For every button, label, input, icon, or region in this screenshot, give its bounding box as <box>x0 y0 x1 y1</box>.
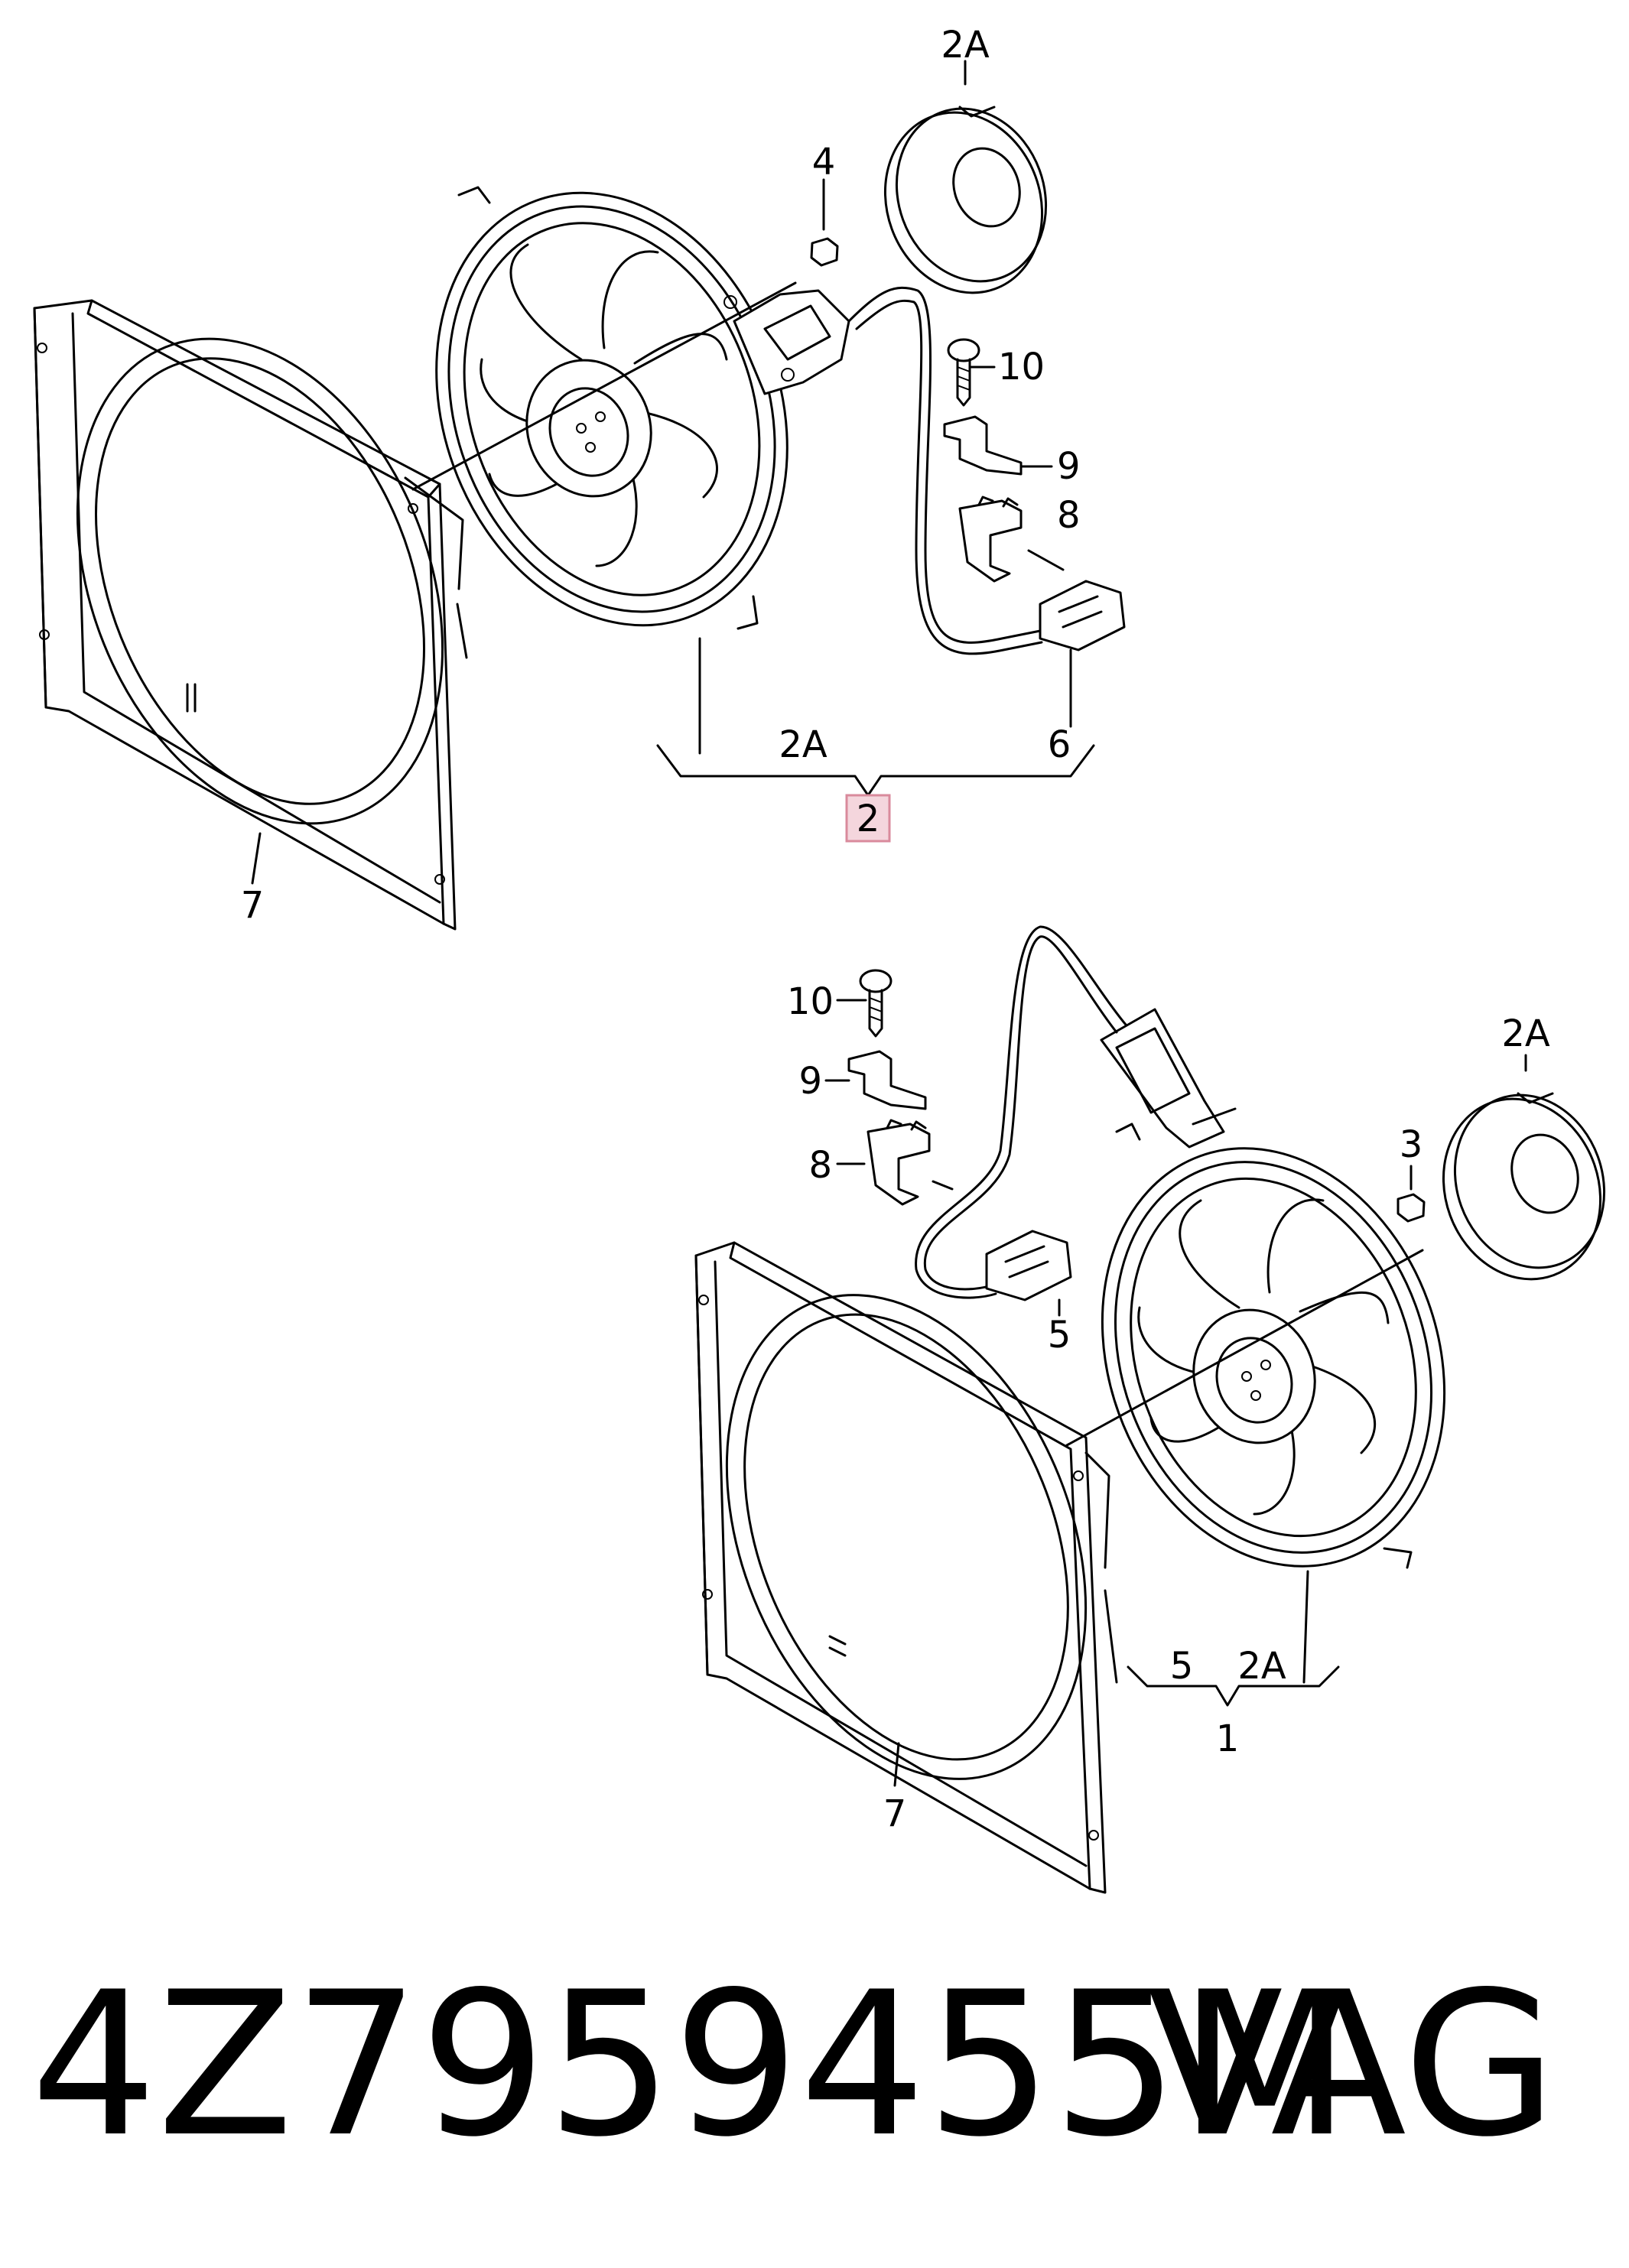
label-bottom-holder: 8 <box>808 1144 832 1187</box>
label-top-fan-cover: 2A <box>941 24 990 67</box>
label-top-nut: 4 <box>812 141 836 184</box>
label-top-group-harness: 6 <box>1048 723 1071 766</box>
bottom-shroud <box>694 1241 1118 1894</box>
bottom-assembly <box>694 925 1606 1894</box>
bottom-group-bracket <box>893 1570 1340 1787</box>
top-harness <box>847 286 1126 655</box>
bottom-holder <box>836 1119 954 1206</box>
label-top-screw: 10 <box>998 346 1045 388</box>
label-top-group-fan: 2A <box>779 723 828 766</box>
top-bracket <box>943 415 1053 476</box>
bottom-fan-cover <box>1442 1054 1606 1281</box>
bottom-screw <box>836 969 893 1038</box>
label-bottom-shroud: 7 <box>883 1792 907 1835</box>
top-fan-cover <box>883 60 1048 294</box>
footer: 4Z7959455M VAG <box>31 1950 1557 2181</box>
callout-labels: 2A 4 10 9 8 2A 6 2 7 10 9 8 2A 3 5 5 2A … <box>241 24 1550 1835</box>
label-bottom-group-harness: 5 <box>1170 1645 1194 1688</box>
label-bottom-bracket: 9 <box>798 1060 822 1103</box>
label-top-bracket: 9 <box>1057 445 1081 488</box>
bottom-fan <box>1065 1008 1446 1569</box>
top-shroud <box>33 299 468 931</box>
top-fan <box>411 186 850 630</box>
top-nut <box>810 178 839 267</box>
part-number: 4Z7959455M <box>31 1950 1351 2181</box>
label-bottom-group-main: 1 <box>1216 1717 1240 1760</box>
label-bottom-fan-cover: 2A <box>1501 1012 1550 1055</box>
label-bottom-group-fan: 2A <box>1237 1645 1286 1688</box>
label-top-group-main: 2 <box>857 798 880 840</box>
label-bottom-screw: 10 <box>787 980 834 1023</box>
top-holder <box>958 496 1065 583</box>
label-bottom-nut: 3 <box>1400 1123 1423 1166</box>
highlight-main-part-box <box>845 794 891 843</box>
bottom-harness <box>915 925 1127 1317</box>
label-top-shroud: 7 <box>241 884 265 927</box>
label-bottom-harness: 5 <box>1048 1314 1071 1357</box>
bottom-nut <box>1397 1165 1426 1223</box>
brand-name: VAG <box>1147 1950 1557 2181</box>
label-top-holder: 8 <box>1057 494 1081 537</box>
bottom-bracket <box>824 1050 927 1110</box>
top-assembly <box>33 60 1126 931</box>
top-screw <box>947 338 996 407</box>
